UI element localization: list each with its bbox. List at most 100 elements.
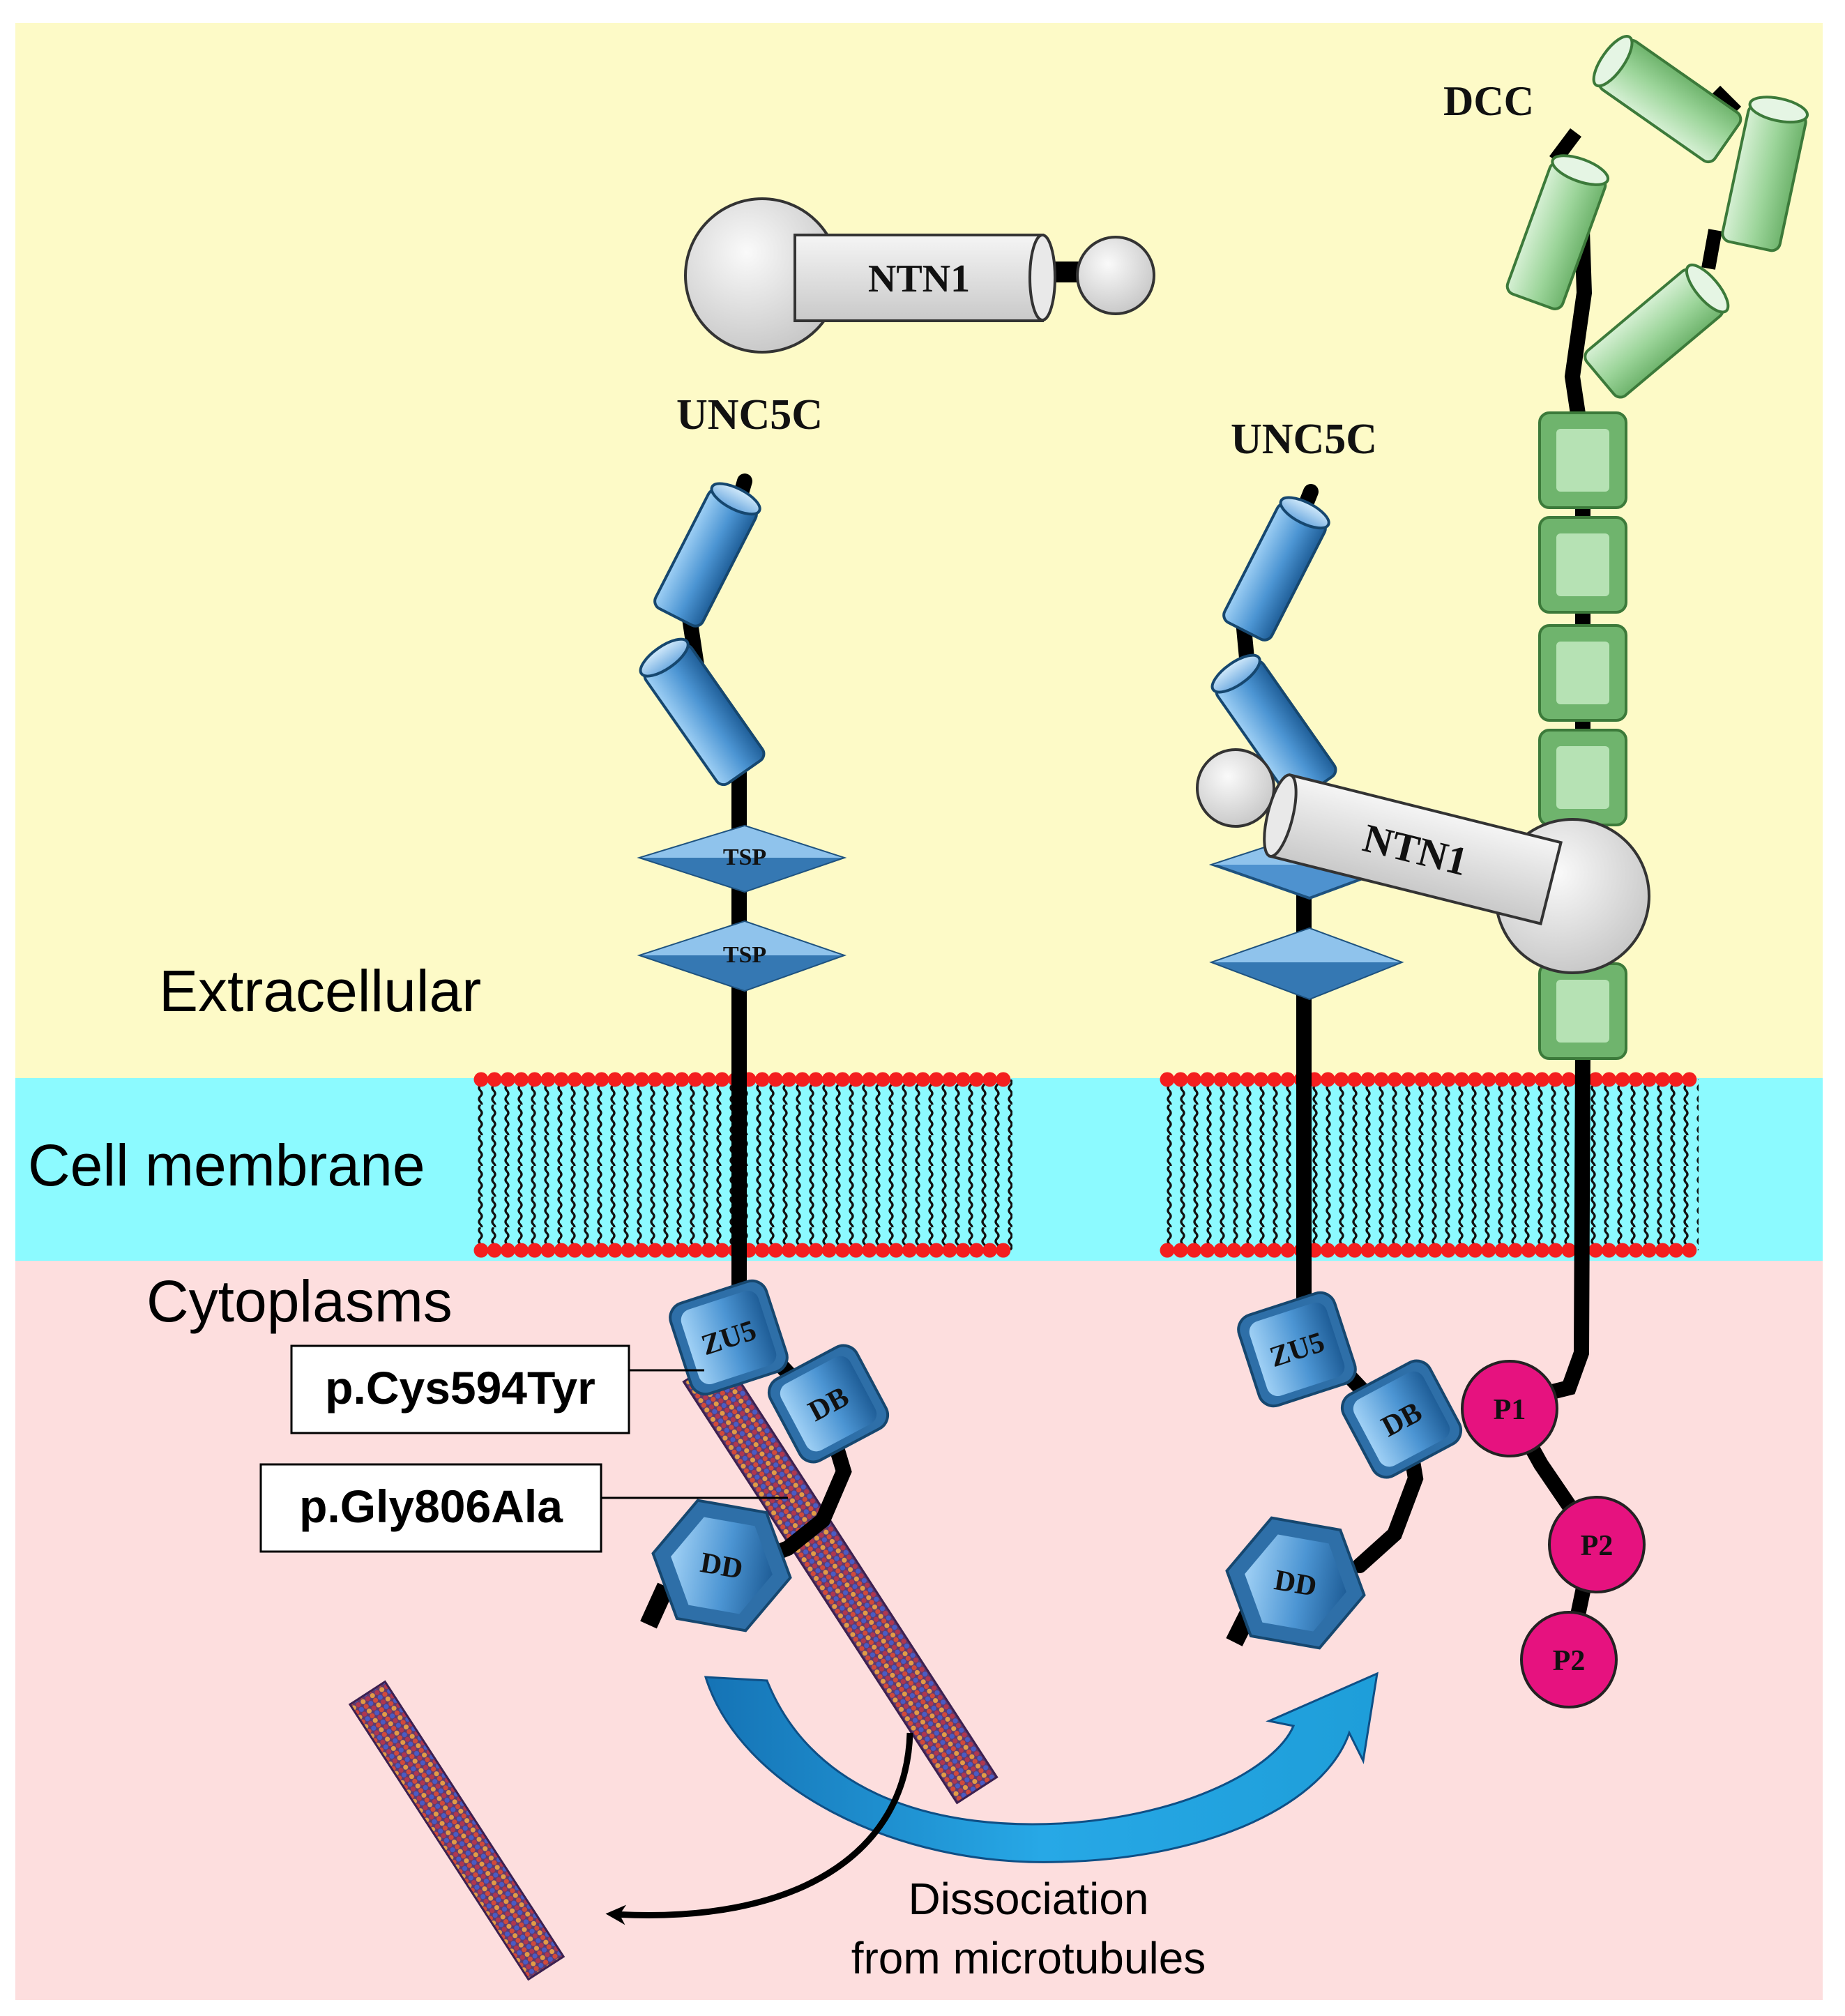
membrane-label: Cell membrane (28, 1132, 425, 1198)
extracellular-label: Extracellular (159, 958, 481, 1024)
lipid-head (862, 1243, 877, 1258)
lipid-head (835, 1243, 850, 1258)
lipid-head (888, 1243, 904, 1258)
lipid-head (1427, 1243, 1443, 1258)
lipid-head (487, 1072, 502, 1087)
lipid-head (929, 1243, 944, 1258)
lipid-head (996, 1243, 1011, 1258)
lipid-head (594, 1072, 609, 1087)
lipid-head (701, 1243, 716, 1258)
lipid-head (768, 1243, 783, 1258)
lipid-head (795, 1072, 810, 1087)
lipid-head (1521, 1243, 1536, 1258)
lipid-head (782, 1243, 797, 1258)
variant-label-1: p.Cys594Tyr (325, 1362, 595, 1414)
db-domain-right: DB (1340, 1359, 1463, 1479)
lipid-head (1160, 1243, 1175, 1258)
lipid-head (514, 1243, 529, 1258)
lipid-head (1615, 1072, 1630, 1087)
lipid-head (1347, 1243, 1362, 1258)
lipid-head (1253, 1072, 1268, 1087)
dcc-label: DCC (1443, 78, 1534, 124)
p1-label: P1 (1494, 1394, 1526, 1426)
arrow-label-line2: from microtubules (851, 1933, 1206, 1983)
unc5c-left-label: UNC5C (676, 391, 823, 439)
tsp-label-2: TSP (723, 942, 766, 968)
variant-label-2: p.Gly806Ala (299, 1480, 563, 1532)
release-arrow (605, 1732, 913, 1925)
lipid-head (661, 1243, 676, 1258)
lipid-head (540, 1072, 556, 1087)
lipid-head (1615, 1243, 1630, 1258)
arrow-label-line1: Dissociation (908, 1874, 1148, 1924)
lipid-head (1468, 1072, 1483, 1087)
lipid-head (1655, 1243, 1670, 1258)
lipid-head (1427, 1072, 1443, 1087)
lipid-head (715, 1243, 730, 1258)
lipid-head (1401, 1243, 1416, 1258)
dcc-ig-domain-inner (1556, 642, 1609, 704)
dcc-ig-domain-inner (1556, 746, 1609, 809)
lipid-head (1200, 1243, 1215, 1258)
lipid-head (1561, 1072, 1577, 1087)
lipid-head (648, 1072, 663, 1087)
lipid-head (1441, 1072, 1456, 1087)
lipid-head (1320, 1243, 1335, 1258)
lipid-head (634, 1072, 649, 1087)
lipid-head (500, 1072, 515, 1087)
lipid-head (1602, 1243, 1617, 1258)
lipid-head (567, 1072, 582, 1087)
lipid-head (621, 1072, 636, 1087)
lipid-head (1280, 1072, 1296, 1087)
lipid-head (888, 1072, 904, 1087)
microtubule-released (348, 1680, 565, 1981)
lipid-head (1334, 1243, 1349, 1258)
lipid-head (1213, 1243, 1229, 1258)
lipid-head (1267, 1072, 1282, 1087)
lipid-head (1628, 1243, 1643, 1258)
dcc-fn-4 (1584, 263, 1730, 399)
lipid-head (594, 1243, 609, 1258)
lipid-head (875, 1243, 890, 1258)
lipid-head (1548, 1072, 1563, 1087)
lipid-head (942, 1243, 957, 1258)
unc5c-left: TSP TSP ZU5 DB DD (637, 473, 890, 1632)
variant-box-1: p.Cys594Tyr (290, 1344, 630, 1434)
lipid-head (1347, 1072, 1362, 1087)
lipid-head (996, 1072, 1011, 1087)
db-domain-left: DB (767, 1344, 890, 1464)
lipid-head (982, 1243, 998, 1258)
lipid-head (1641, 1243, 1657, 1258)
lipid-head (1454, 1243, 1469, 1258)
lipid-head (554, 1243, 569, 1258)
lipid-head (1374, 1243, 1389, 1258)
lipid-head (581, 1072, 596, 1087)
lipid-head (1481, 1243, 1496, 1258)
lipid-head (487, 1243, 502, 1258)
lipid-head (1548, 1243, 1563, 1258)
phospho-p2-a: P2 (1548, 1496, 1646, 1593)
lipid-head (500, 1243, 515, 1258)
lipid-head (473, 1072, 489, 1087)
tsp-domain-2 (637, 920, 847, 992)
lipid-head (795, 1243, 810, 1258)
lipid-head (1508, 1072, 1523, 1087)
lipid-head (821, 1243, 837, 1258)
tsp-domain-right-2 (1209, 927, 1404, 1001)
lipid-head (1374, 1072, 1389, 1087)
lipid-head (1173, 1072, 1188, 1087)
lipid-head (473, 1243, 489, 1258)
cytoplasm-label: Cytoplasms (146, 1268, 453, 1334)
lipid-head (1414, 1243, 1429, 1258)
lipid-head (1454, 1072, 1469, 1087)
lipid-head (754, 1243, 770, 1258)
lipid-head (1669, 1072, 1684, 1087)
lipid-head (1521, 1072, 1536, 1087)
unc5c-right-ig1 (1222, 496, 1330, 642)
lipid-head (1334, 1072, 1349, 1087)
dcc-fn-1 (1505, 154, 1610, 310)
tsp-domain-1 (637, 824, 847, 893)
lipid-head (581, 1243, 596, 1258)
ntn1-bound: NTN1 (1196, 748, 1650, 974)
